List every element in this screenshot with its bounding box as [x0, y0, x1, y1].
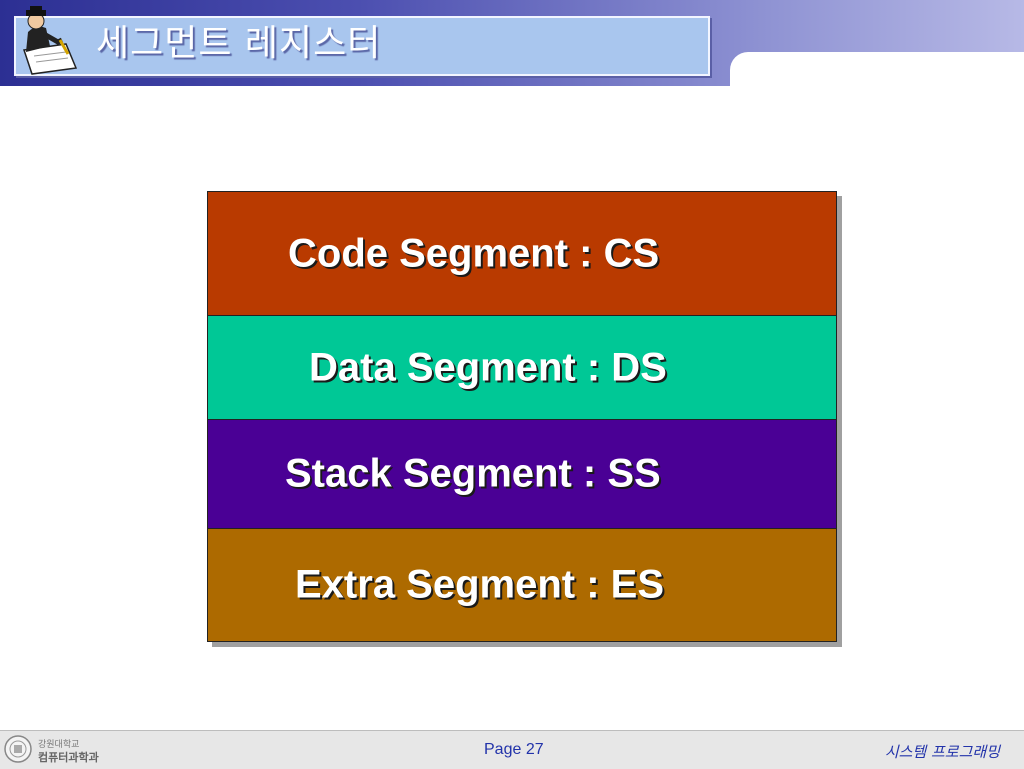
stack-segment-block: Stack Segment : SS: [208, 420, 836, 529]
university-seal-icon: [4, 735, 32, 763]
stack-segment-label: Stack Segment : SS: [285, 451, 661, 496]
segment-register-stack: Code Segment : CS Data Segment : DS Stac…: [207, 191, 837, 642]
header-white-tab: [730, 52, 1024, 92]
code-segment-label: Code Segment : CS: [288, 231, 660, 275]
department-name: 컴퓨터과학과: [38, 751, 99, 764]
code-segment-block: Code Segment : CS: [208, 192, 836, 316]
university-logo: 강원대학교 컴퓨터과학과: [0, 731, 100, 769]
course-name: 시스템 프로그래밍: [884, 743, 1000, 761]
footer-bar: 강원대학교 컴퓨터과학과 Page 27 시스템 프로그래밍: [0, 730, 1024, 769]
university-name: 강원대학교: [38, 740, 80, 750]
page-title: 세그먼트 레지스터: [96, 23, 382, 64]
data-segment-label: Data Segment : DS: [309, 345, 667, 389]
extra-segment-label: Extra Segment : ES: [295, 562, 665, 607]
writing-person-icon: [16, 6, 80, 76]
data-segment-block: Data Segment : DS: [208, 316, 836, 420]
extra-segment-block: Extra Segment : ES: [208, 529, 836, 641]
title-box: [14, 16, 710, 76]
page-number: Page 27: [484, 741, 544, 758]
